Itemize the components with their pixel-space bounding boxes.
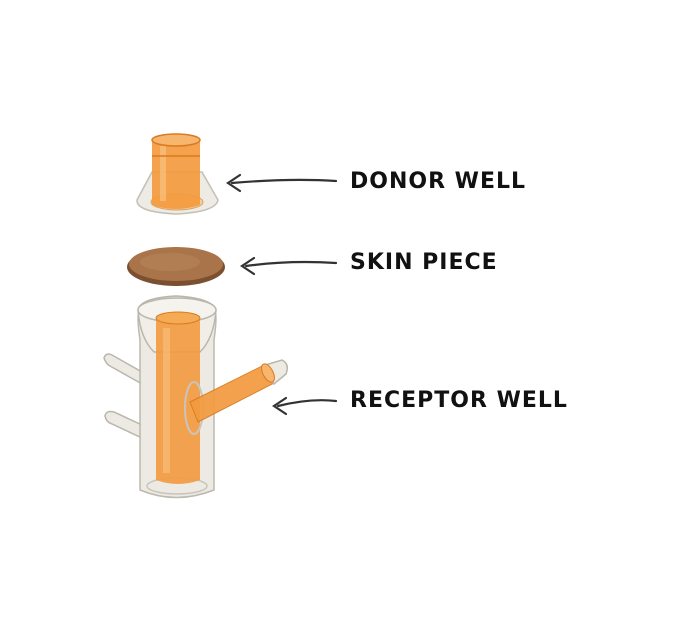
donor-well-illustration xyxy=(136,133,219,215)
donor-well-cylinder xyxy=(152,140,200,209)
arrow-donor-well xyxy=(226,173,338,193)
receptor-sampling-arm-lower xyxy=(104,410,143,439)
skin-piece-illustration xyxy=(127,247,225,286)
arrow-receptor-well xyxy=(272,396,338,416)
label-skin-piece: SKIN PIECE xyxy=(350,250,498,275)
receptor-side-arm-end xyxy=(261,363,275,383)
receptor-well-illustration xyxy=(103,295,289,499)
donor-well-highlight xyxy=(160,146,166,201)
label-receptor-well: RECEPTOR WELL xyxy=(350,388,568,413)
donor-well-top xyxy=(151,133,201,147)
receptor-sampling-arm-upper xyxy=(103,353,143,385)
receptor-column-highlight xyxy=(163,328,170,473)
receptor-column-top xyxy=(155,311,201,325)
skin-piece-texture xyxy=(140,253,200,271)
label-donor-well: DONOR WELL xyxy=(350,169,527,194)
arrow-skin-piece xyxy=(240,256,338,276)
